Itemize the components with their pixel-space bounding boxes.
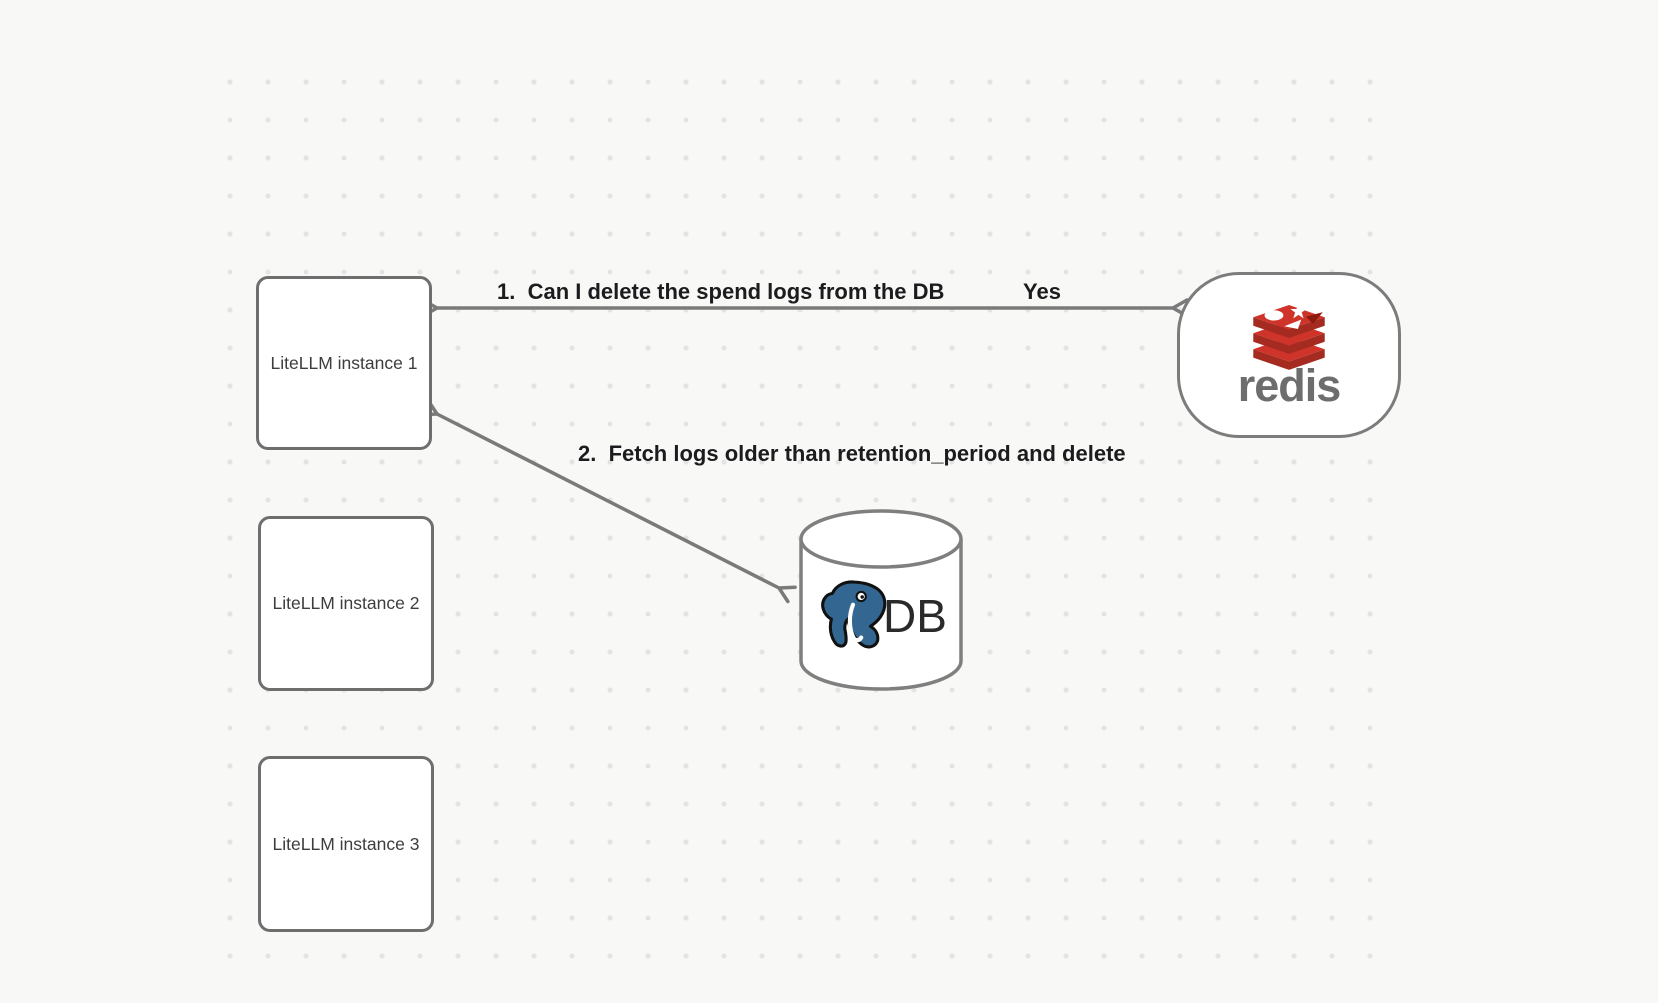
- redis-wordmark: redis: [1237, 360, 1342, 411]
- litellm-instance-1-box[interactable]: LiteLLM instance 1: [256, 276, 432, 450]
- arrow2-label[interactable]: 2. Fetch logs older than retention_perio…: [578, 441, 1126, 466]
- arrow1-answer-label[interactable]: Yes: [1023, 279, 1061, 304]
- postgres-elephant-icon: [821, 580, 887, 649]
- litellm-instance-2-label: LiteLLM instance 2: [272, 593, 420, 613]
- arrow1-question-label[interactable]: 1. Can I delete the spend logs from the …: [497, 279, 945, 304]
- litellm-instance-2-box[interactable]: LiteLLM instance 2: [258, 516, 434, 691]
- redis-stack-icon: [1253, 303, 1325, 370]
- arrow-db-fetch[interactable]: [419, 398, 797, 604]
- db-label: DB: [883, 590, 947, 642]
- litellm-instance-1-label: LiteLLM instance 1: [270, 352, 418, 373]
- db-cylinder-content: DB: [799, 560, 965, 672]
- litellm-instance-3-box[interactable]: LiteLLM instance 3: [258, 756, 434, 932]
- redis-node[interactable]: redis: [1177, 272, 1401, 438]
- litellm-instance-3-label: LiteLLM instance 3: [272, 833, 420, 854]
